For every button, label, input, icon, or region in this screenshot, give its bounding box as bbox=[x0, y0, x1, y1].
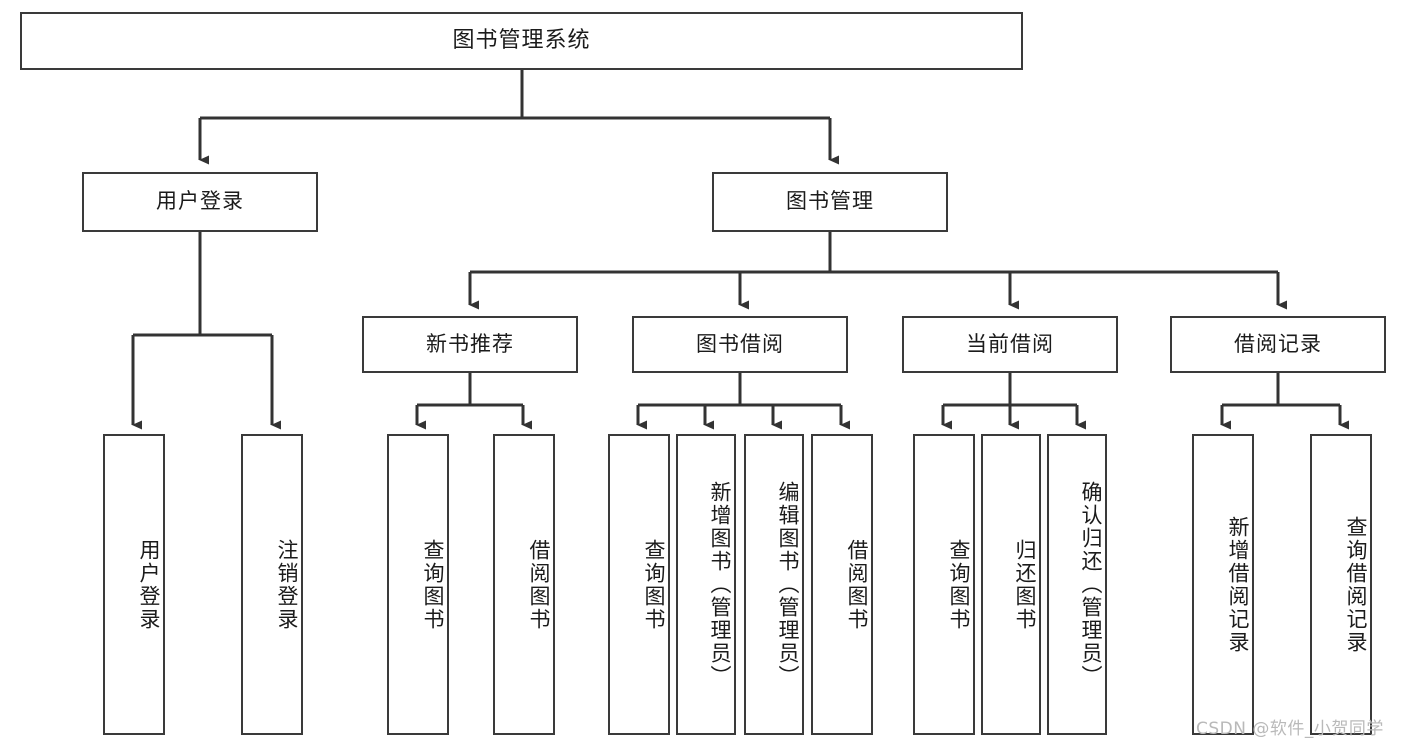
node-label: 确认归还（管理员） bbox=[1079, 481, 1103, 688]
leaf-borrow-borrow-book[interactable]: 借阅图书 bbox=[811, 434, 873, 735]
leaf-record-add-record[interactable]: 新增借阅记录 bbox=[1192, 434, 1254, 735]
node-borrow-record[interactable]: 借阅记录 bbox=[1170, 316, 1386, 373]
leaf-recommend-borrow-book[interactable]: 借阅图书 bbox=[493, 434, 555, 735]
node-label: 借阅记录 bbox=[1234, 331, 1322, 356]
leaf-recommend-query-book[interactable]: 查询图书 bbox=[387, 434, 449, 735]
node-label: 新增借阅记录 bbox=[1226, 515, 1250, 654]
node-book-management[interactable]: 图书管理 bbox=[712, 172, 948, 232]
node-label: 查询借阅记录 bbox=[1344, 515, 1368, 654]
leaf-current-query-book[interactable]: 查询图书 bbox=[913, 434, 975, 735]
node-label: 查询图书 bbox=[421, 538, 445, 631]
leaf-current-return-book[interactable]: 归还图书 bbox=[981, 434, 1041, 735]
node-user-login[interactable]: 用户登录 bbox=[82, 172, 318, 232]
node-label: 注销登录 bbox=[275, 538, 299, 631]
node-label: 图书管理系统 bbox=[452, 27, 591, 53]
node-label: 查询图书 bbox=[642, 538, 666, 631]
node-root-system[interactable]: 图书管理系统 bbox=[20, 12, 1023, 70]
node-label: 用户登录 bbox=[137, 538, 161, 631]
csdn-watermark: CSDN @软件_小贺同学 bbox=[1196, 719, 1384, 739]
node-label: 借阅图书 bbox=[527, 538, 551, 631]
node-label: 用户登录 bbox=[156, 189, 244, 214]
node-label: 查询图书 bbox=[947, 538, 971, 631]
leaf-user-login-logout[interactable]: 注销登录 bbox=[241, 434, 303, 735]
node-label: 图书借阅 bbox=[696, 331, 784, 356]
node-label: 图书管理 bbox=[786, 189, 874, 214]
node-label: 新增图书（管理员） bbox=[708, 481, 732, 688]
leaf-record-query-record[interactable]: 查询借阅记录 bbox=[1310, 434, 1372, 735]
node-label: 当前借阅 bbox=[966, 331, 1054, 356]
leaf-user-login-login[interactable]: 用户登录 bbox=[103, 434, 165, 735]
leaf-borrow-add-book-admin[interactable]: 新增图书（管理员） bbox=[676, 434, 736, 735]
node-label: 编辑图书（管理员） bbox=[776, 481, 800, 688]
node-book-borrow[interactable]: 图书借阅 bbox=[632, 316, 848, 373]
leaf-borrow-query-book[interactable]: 查询图书 bbox=[608, 434, 670, 735]
leaf-borrow-edit-book-admin[interactable]: 编辑图书（管理员） bbox=[744, 434, 804, 735]
node-new-book-recommend[interactable]: 新书推荐 bbox=[362, 316, 578, 373]
node-current-borrow[interactable]: 当前借阅 bbox=[902, 316, 1118, 373]
node-label: 归还图书 bbox=[1013, 538, 1037, 631]
leaf-current-confirm-return-admin[interactable]: 确认归还（管理员） bbox=[1047, 434, 1107, 735]
node-label: 新书推荐 bbox=[426, 331, 514, 356]
node-label: 借阅图书 bbox=[845, 538, 869, 631]
